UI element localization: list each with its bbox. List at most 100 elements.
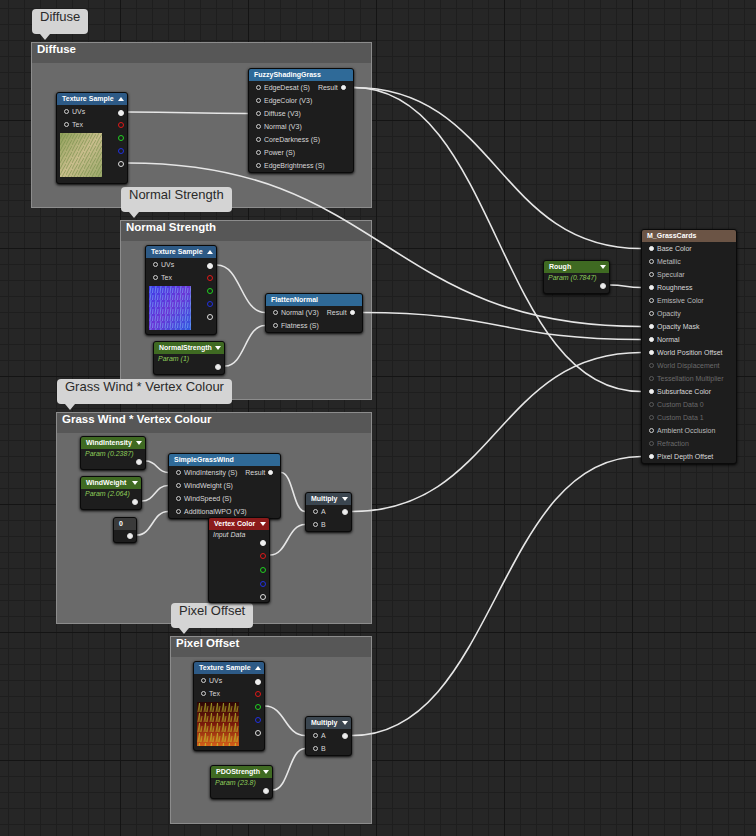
pin-group: EdgeColor (V3)	[253, 94, 312, 107]
node-title: FlattenNormal	[271, 296, 318, 303]
output-pin	[207, 275, 213, 281]
pin-group: Normal (V3)	[270, 306, 319, 319]
pin-label: World Displacement	[657, 359, 720, 372]
pin-label: Normal	[657, 333, 680, 346]
pin-label: UVs	[72, 105, 85, 118]
wire	[225, 326, 265, 367]
pin-label: Opacity	[657, 307, 681, 320]
pin-row: Pixel Depth Offset	[642, 450, 736, 463]
pin-row: Tex	[57, 118, 127, 131]
dropdown-arrow	[342, 721, 348, 725]
node-header: PDOStrength	[211, 766, 272, 778]
output-pin	[260, 540, 266, 546]
pin-row: EdgeDesat (S)Result	[249, 81, 353, 94]
node-title: Texture Sample	[62, 95, 114, 102]
pin-group: Roughness	[646, 281, 692, 294]
pin-row: UVs	[146, 258, 216, 271]
output-pin	[600, 283, 606, 289]
input-pin	[153, 262, 158, 267]
node-header: 0	[114, 518, 136, 530]
pin-label: Normal (V3)	[281, 306, 319, 319]
pin-label: Tex	[72, 118, 83, 131]
pin-row: EdgeColor (V3)	[249, 94, 353, 107]
pin-group: Result	[318, 81, 349, 94]
dropdown-arrow	[136, 441, 142, 445]
comment-header-text: Grass Wind * Vertex Colour	[62, 413, 211, 425]
pin-label: Tex	[161, 271, 172, 284]
pin-label: Base Color	[657, 242, 692, 255]
input-pin	[649, 259, 654, 264]
pin-group: Base Color	[646, 242, 692, 255]
collapse-arrow	[118, 97, 124, 101]
pin-label: UVs	[161, 258, 174, 271]
output-pin	[342, 509, 348, 515]
pin-label: Ambient Occlusion	[657, 424, 715, 437]
pin-group: Refraction	[646, 437, 689, 450]
dropdown-arrow	[342, 497, 348, 501]
input-pin	[64, 109, 69, 114]
comment-tab: Normal Strength	[121, 187, 232, 212]
pin-label: Tessellation Multiplier	[657, 372, 724, 385]
param-text: Param (23.8)	[215, 779, 256, 786]
node-header: WindIntensity	[81, 437, 145, 449]
pin-row: Specular	[642, 268, 736, 281]
tab-pointer	[179, 628, 189, 634]
input-pin	[201, 691, 206, 696]
pin-group: WindSpeed (S)	[173, 492, 231, 505]
expression-node: FlattenNormalNormal (V3)ResultFlatness (…	[265, 293, 363, 333]
comment-header: Grass Wind * Vertex Colour	[57, 413, 371, 433]
output-pin	[207, 263, 213, 269]
pin-label: Metallic	[657, 255, 681, 268]
output-pin	[260, 553, 266, 559]
param-value: Param (1)	[154, 354, 224, 364]
pin-row: Diffuse (V3)	[249, 107, 353, 120]
input-pin	[313, 509, 318, 514]
pin-row: WindIntensity (S)Result	[169, 466, 280, 479]
node-title: Multiply	[311, 719, 337, 726]
input-pin	[649, 441, 654, 446]
expression-node: RoughParam (0.7847)	[543, 260, 610, 294]
subtitle-text: Input Data	[213, 531, 245, 538]
pin-group: Tex	[198, 687, 220, 700]
input-pin	[273, 323, 278, 328]
tab-pointer	[129, 212, 139, 218]
comment-box: Pixel OffsetPixel OffsetTexture SampleUV…	[170, 636, 372, 824]
dropdown-arrow	[263, 770, 269, 774]
pin-label: Subsurface Color	[657, 385, 711, 398]
pin-group: B	[310, 518, 326, 531]
node-title: FuzzyShadingGrass	[254, 71, 321, 78]
node-header: WindWeight	[81, 477, 141, 489]
output-pin	[260, 567, 266, 573]
pin-row: Normal (V3)	[249, 120, 353, 133]
pin-label: Power (S)	[264, 146, 295, 159]
wire	[137, 512, 168, 536]
pin-group: Tessellation Multiplier	[646, 372, 724, 385]
pin-label: Result	[327, 306, 347, 319]
param-value: Param (23.8)	[211, 778, 272, 788]
output-pin	[207, 314, 213, 320]
output-pin	[268, 470, 273, 475]
expression-node: Texture SampleUVsTex	[193, 661, 265, 751]
wire	[354, 88, 641, 392]
wire	[352, 353, 641, 512]
pin-label: Custom Data 0	[657, 398, 704, 411]
pin-label: EdgeBrightness (S)	[264, 159, 325, 172]
param-value: Param (2.064)	[81, 489, 141, 499]
pin-group: EdgeBrightness (S)	[253, 159, 325, 172]
pin-label: Opacity Mask	[657, 320, 699, 333]
collapse-arrow	[255, 666, 261, 670]
pin-row: Opacity Mask	[642, 320, 736, 333]
texture-thumbnail	[60, 133, 102, 177]
pin-group: Normal	[646, 333, 680, 346]
pin-row: WindWeight (S)	[169, 479, 280, 492]
pin-label: UVs	[209, 674, 222, 687]
input-pin	[256, 111, 261, 116]
input-pin	[64, 122, 69, 127]
expression-node: SimpleGrassWindWindIntensity (S)ResultWi…	[168, 453, 281, 519]
pin-group: A	[310, 729, 326, 742]
node-header: FlattenNormal	[266, 294, 362, 306]
pin-label: EdgeColor (V3)	[264, 94, 312, 107]
pin-label: Tex	[209, 687, 220, 700]
param-text: Param (2.064)	[85, 490, 130, 497]
